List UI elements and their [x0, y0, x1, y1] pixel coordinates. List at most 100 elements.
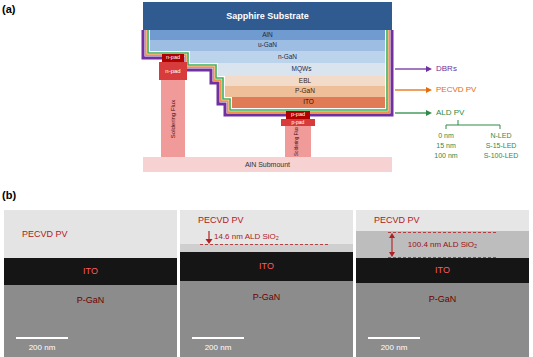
- tem-region: ITO: [4, 258, 177, 285]
- thickness-label: 15 nm: [436, 142, 455, 149]
- layer-name: n-GaN: [278, 54, 297, 61]
- callout-label: ALD PV: [436, 107, 498, 119]
- layer-fill: [162, 54, 184, 62]
- tem-region: P-GaN: [356, 283, 529, 315]
- arrow-head: [426, 66, 432, 72]
- thickness-label: 100 nm: [434, 152, 457, 159]
- tem-band: [180, 252, 353, 281]
- dashed-marker: [388, 257, 496, 258]
- panel-letter: (a): [2, 2, 26, 16]
- layer-name: ITO: [83, 267, 98, 276]
- layer-fill: [143, 2, 392, 30]
- scale-label: 200 nm: [12, 342, 72, 353]
- layer-fill: [143, 157, 392, 172]
- layer-name: ITO: [303, 99, 314, 106]
- layer-name: p-pad: [292, 120, 305, 125]
- epi-layer: EBL: [225, 76, 385, 86]
- submount-layer: AlN Submount: [143, 157, 392, 172]
- epi-layer: u-GaN: [150, 40, 385, 51]
- tem-band: [356, 231, 529, 258]
- layer-fill: [150, 40, 385, 51]
- sample-label: S-100-LED: [484, 152, 519, 159]
- tem-band: [4, 258, 177, 285]
- tem-region: 100.4 nm ALD SiO₂: [356, 231, 529, 258]
- tem-band: [356, 283, 529, 357]
- layer-name: 100.4 nm ALD SiO₂: [408, 241, 477, 249]
- pad-electrode: n-pad: [162, 54, 184, 62]
- thickness-label: 0 nm: [421, 130, 471, 140]
- scale-label: 200 nm: [205, 344, 232, 352]
- arrow-head: [426, 110, 432, 116]
- pad-electrode: n-pad: [159, 62, 187, 80]
- layer-name: P-GaN: [77, 296, 105, 305]
- dashed-marker: [388, 232, 496, 233]
- layer-fill: [225, 86, 385, 97]
- layer-name: n-pad: [166, 55, 180, 61]
- arrow-head: [206, 239, 213, 244]
- layer-name: PECVD PV: [198, 216, 244, 225]
- tem-band: [180, 210, 353, 244]
- sample-label: S-15-LED: [475, 140, 527, 150]
- thickness-label: 100 nm: [421, 150, 471, 160]
- epi-layer: AlN: [150, 30, 385, 40]
- callout-label: ALD PV: [436, 109, 464, 117]
- layer-name: p-pad: [291, 112, 305, 118]
- thickness-label: 0 nm: [438, 132, 454, 139]
- panel-letter: (b): [2, 188, 26, 202]
- layer-name: MQWs: [292, 66, 312, 73]
- scale-bar: [192, 337, 244, 339]
- tem-band: [180, 281, 353, 357]
- tem-region: PECVD PV: [180, 210, 353, 230]
- layer-name: P-GaN: [295, 88, 315, 95]
- scale-label: 200 nm: [364, 342, 424, 353]
- thickness-label: 15 nm: [421, 140, 471, 150]
- scale-bar: [16, 337, 68, 339]
- tem-band: [356, 258, 529, 283]
- leader-line: [395, 89, 427, 90]
- layer-name: ITO: [259, 262, 274, 271]
- tem-region: P-GaN: [180, 281, 353, 313]
- callout-label: DBRs: [436, 65, 457, 73]
- scale-bar: [368, 337, 420, 339]
- ito-layer: ITO: [232, 97, 385, 108]
- layer-name: EBL: [299, 78, 311, 85]
- layer-fill: [285, 126, 311, 157]
- layer-name: ITO: [435, 266, 450, 275]
- sample-label: N-LED: [475, 130, 527, 140]
- layer-fill: [159, 62, 187, 80]
- leader-line: [391, 237, 392, 253]
- layer-name: AlN Submount: [245, 161, 290, 168]
- tem-region: ITO: [180, 252, 353, 281]
- layer-name: P-GaN: [253, 293, 281, 302]
- callout-label: DBRs: [436, 63, 496, 75]
- tem-region: PECVD PV: [356, 210, 529, 231]
- tem-band: [356, 210, 529, 231]
- callout-label: PECVD PV: [436, 84, 508, 96]
- layer-name: n-pad: [165, 68, 180, 74]
- epi-layer: MQWs: [218, 63, 385, 76]
- scale-label: 200 nm: [29, 344, 56, 352]
- pad-electrode: p-pad: [281, 119, 315, 126]
- sample-label: S-15-LED: [486, 142, 517, 149]
- leader-line: [395, 68, 427, 69]
- leader-line: [395, 112, 427, 113]
- arrow-head: [389, 252, 395, 257]
- scale-label: 200 nm: [188, 342, 248, 353]
- tem-band: [4, 285, 177, 357]
- solder-flux: Soldering Flux: [161, 80, 185, 157]
- layer-name: PECVD PV: [374, 216, 420, 225]
- callout-label: PECVD PV: [436, 86, 476, 94]
- arrow-head: [389, 233, 395, 238]
- panel-letter: (a): [2, 4, 15, 15]
- tem-region: ITO: [356, 258, 529, 283]
- sample-label: S-100-LED: [475, 150, 527, 160]
- sample-label: N-LED: [490, 132, 511, 139]
- layer-fill: [232, 97, 385, 108]
- tem-region: PECVD PV: [4, 210, 177, 258]
- thickness-label: 14.6 nm ALD SiO₂: [214, 231, 334, 242]
- layer-fill: [150, 30, 385, 40]
- substrate-layer: Sapphire Substrate: [143, 2, 392, 30]
- tem-band: [180, 244, 353, 252]
- leader-line: [208, 231, 209, 240]
- solder-flux: Soldering Flux: [285, 126, 311, 157]
